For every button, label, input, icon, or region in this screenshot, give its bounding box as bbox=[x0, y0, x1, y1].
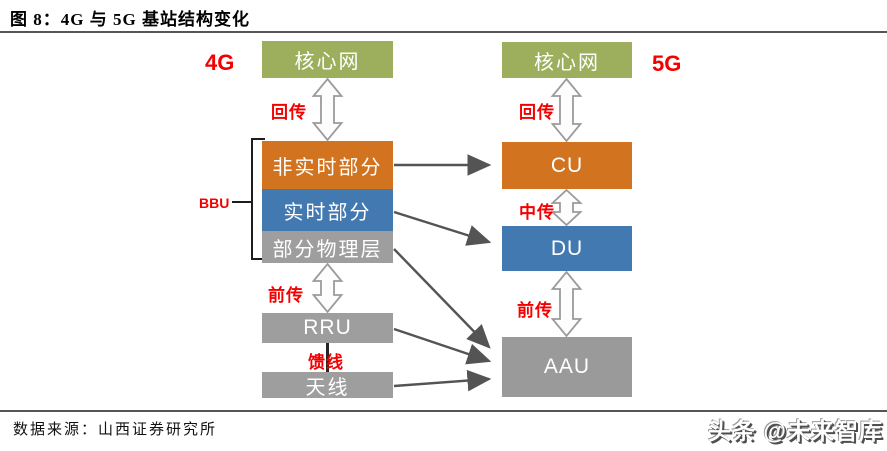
label-bbu: BBU bbox=[199, 195, 230, 211]
box-core-network-4g: 核心网 bbox=[262, 41, 393, 78]
label-midhaul: 中传 bbox=[519, 203, 555, 222]
bbu-bracket bbox=[232, 138, 265, 260]
label-backhaul-4g: 回传 bbox=[271, 103, 307, 122]
box-aau: AAU bbox=[502, 337, 632, 397]
box-cu: CU bbox=[502, 142, 632, 189]
box-rru: RRU bbox=[262, 313, 393, 343]
watermark: 头条 @未来智库 bbox=[708, 418, 883, 444]
box-partial-phy: 部分物理层 bbox=[262, 231, 393, 263]
box-non-realtime: 非实时部分 bbox=[262, 141, 393, 189]
label-backhaul-5g: 回传 bbox=[519, 103, 555, 122]
mapping-arrows bbox=[393, 154, 492, 392]
backhaul-arrow-4g bbox=[311, 77, 344, 142]
source-text: 数据来源：山西证券研究所 bbox=[13, 422, 218, 438]
title-divider bbox=[0, 31, 887, 33]
fronthaul-arrow-5g bbox=[550, 270, 583, 338]
box-du: DU bbox=[502, 226, 632, 271]
source-divider bbox=[0, 410, 887, 412]
label-fronthaul-5g: 前传 bbox=[517, 301, 553, 320]
connector-antenna-to-aau bbox=[393, 369, 492, 392]
label-feeder: 馈线 bbox=[308, 353, 344, 372]
figure-title: 图 8：4G 与 5G 基站结构变化 bbox=[10, 10, 250, 29]
backhaul-arrow-5g bbox=[550, 77, 583, 143]
connector-partialphy-to-aau bbox=[393, 248, 491, 349]
double-arrows bbox=[311, 77, 583, 338]
connector-rru-to-aau bbox=[393, 327, 492, 365]
midhaul-arrow-5g bbox=[550, 188, 583, 227]
label-4g: 4G bbox=[205, 50, 235, 75]
label-fronthaul-4g: 前传 bbox=[268, 286, 304, 305]
box-realtime: 实时部分 bbox=[262, 189, 393, 231]
box-core-network-5g: 核心网 bbox=[502, 42, 632, 78]
label-5g: 5G bbox=[652, 51, 682, 76]
box-antenna: 天线 bbox=[262, 372, 393, 399]
connector-realtime-to-du bbox=[393, 210, 492, 246]
fronthaul-arrow-4g bbox=[311, 262, 344, 314]
